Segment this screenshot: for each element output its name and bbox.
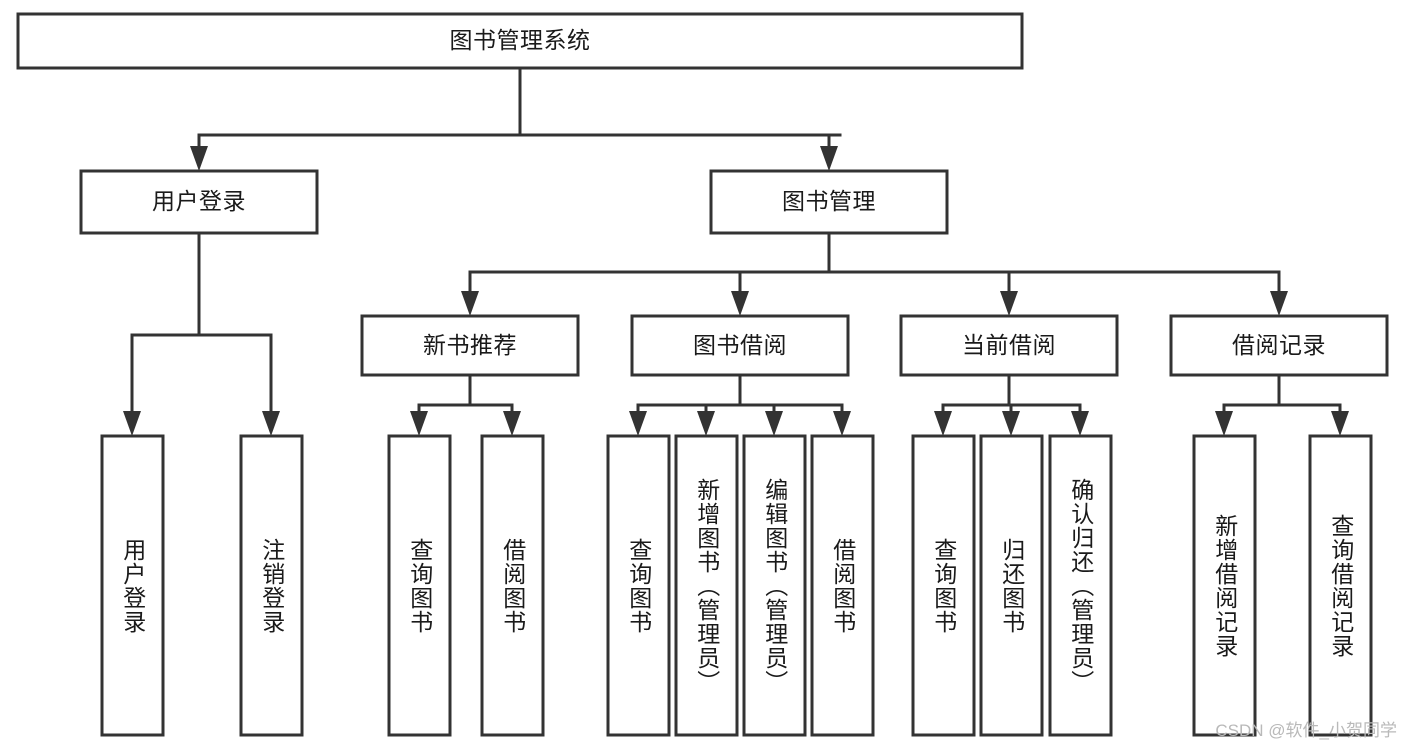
node-box-leaf-add-book-admin[interactable] bbox=[674, 434, 739, 737]
connector-bookmanage-to-level3 bbox=[461, 231, 1288, 316]
connector-userlogin-to-leaves bbox=[123, 231, 280, 436]
node-box-leaf-edit-book-admin[interactable] bbox=[742, 434, 807, 737]
node-box-leaf-confirm-return-admin[interactable] bbox=[1048, 434, 1113, 737]
connector-currentborrow-to-leaves bbox=[934, 373, 1089, 436]
node-box-leaf-user-login[interactable] bbox=[100, 434, 165, 737]
connector-borrowrecord-to-leaves bbox=[1215, 373, 1349, 436]
connector-root-to-level2 bbox=[190, 66, 842, 171]
connector-newbook-to-leaves bbox=[410, 373, 521, 436]
node-box-new-book-recommend[interactable] bbox=[360, 314, 580, 377]
node-box-leaf-query-book-borrow[interactable] bbox=[606, 434, 671, 737]
node-box-leaf-borrow-book-rec[interactable] bbox=[480, 434, 545, 737]
node-box-user-login[interactable] bbox=[79, 169, 319, 235]
connector-bookborrow-to-leaves bbox=[629, 373, 851, 436]
node-box-leaf-query-book-rec[interactable] bbox=[387, 434, 452, 737]
node-box-book-borrow[interactable] bbox=[630, 314, 850, 377]
node-box-current-borrow[interactable] bbox=[899, 314, 1119, 377]
node-box-leaf-user-logout[interactable] bbox=[239, 434, 304, 737]
node-box-book-manage[interactable] bbox=[709, 169, 949, 235]
node-box-leaf-borrow-book[interactable] bbox=[810, 434, 875, 737]
node-box-root[interactable] bbox=[16, 12, 1024, 70]
watermark-text: CSDN @软件_小贺同学 bbox=[1215, 721, 1397, 740]
node-box-leaf-return-book[interactable] bbox=[979, 434, 1044, 737]
node-box-leaf-query-book-current[interactable] bbox=[911, 434, 976, 737]
node-box-borrow-record[interactable] bbox=[1169, 314, 1389, 377]
node-box-leaf-query-borrow-record[interactable] bbox=[1308, 434, 1373, 737]
node-box-leaf-add-borrow-record[interactable] bbox=[1192, 434, 1257, 737]
